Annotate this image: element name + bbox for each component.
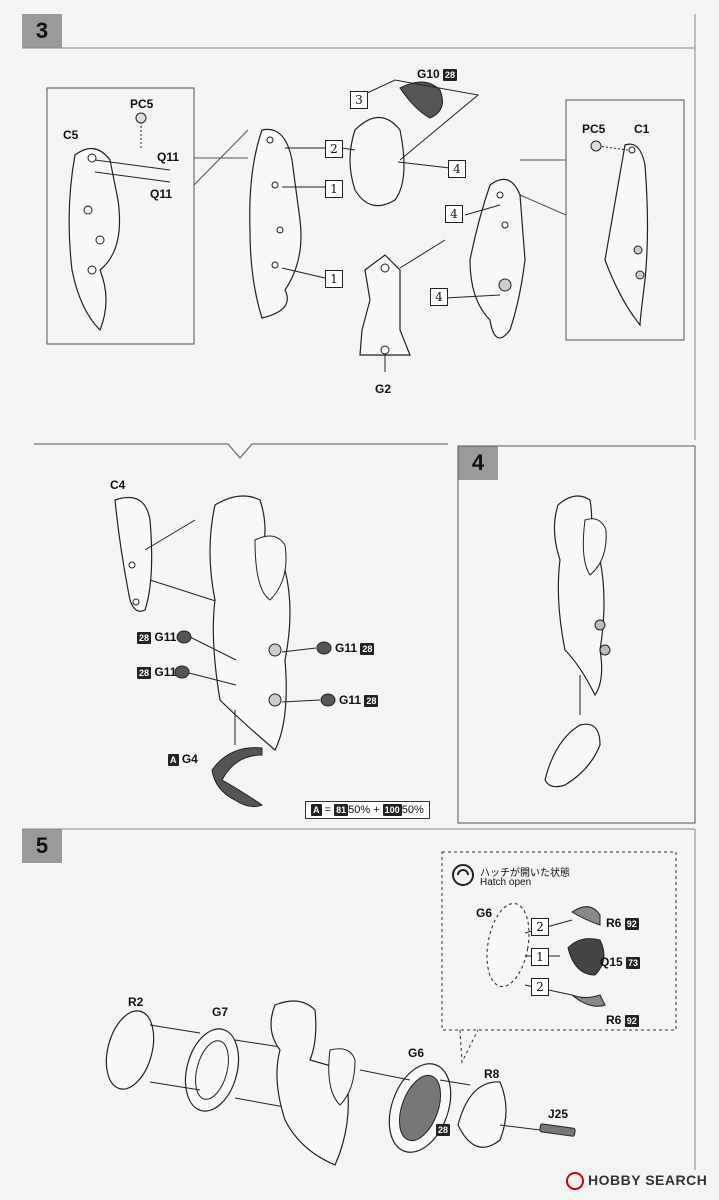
step-number-1: 1 xyxy=(531,948,549,966)
color-badge: 28 xyxy=(137,666,152,679)
color-badge: A xyxy=(311,804,322,817)
step-number-2a: 2 xyxy=(531,918,549,936)
color-badge-g10: 28 xyxy=(443,68,458,81)
label-g11-right-2: G11 28 xyxy=(339,693,379,707)
label-c5: C5 xyxy=(63,128,79,142)
step-number-4b: 4 xyxy=(445,205,463,223)
label-r8: R8 xyxy=(484,1067,500,1081)
label-q15: Q15 73 xyxy=(600,955,641,969)
hatch-open-en: Hatch open xyxy=(480,877,532,888)
hatch-open-jp: ハッチが開いた状態 xyxy=(480,868,570,879)
step-number-2b: 2 xyxy=(531,978,549,996)
label-q11-a: Q11 xyxy=(157,150,180,164)
label-c1: C1 xyxy=(634,122,650,136)
step-number-4c: 4 xyxy=(430,288,448,306)
label-j25: J25 xyxy=(548,1107,569,1121)
label-g6: G6 xyxy=(408,1046,425,1060)
color-badge: 92 xyxy=(624,917,639,930)
label-c4: C4 xyxy=(110,478,126,492)
label-g6-color: 28 xyxy=(436,1122,451,1136)
hobby-search-watermark: HOBBY SEARCH xyxy=(566,1172,707,1191)
label-g4: A G4 xyxy=(168,752,198,766)
color-badge: 73 xyxy=(626,956,641,969)
label-r6-b: R6 92 xyxy=(606,1013,639,1027)
label-r2: R2 xyxy=(128,995,144,1009)
color-badge: A xyxy=(168,753,179,766)
plus-sign: + xyxy=(373,804,380,816)
color-badge: 28 xyxy=(360,642,375,655)
step-5-badge: 5 xyxy=(22,829,62,863)
label-g11-left-2: 28 G11 xyxy=(137,665,177,679)
step-number-1b: 1 xyxy=(325,270,343,288)
color-badge: 100 xyxy=(382,804,402,817)
step-number-4a: 4 xyxy=(448,160,466,178)
color-badge: 28 xyxy=(436,1123,451,1136)
hobby-search-logo-icon xyxy=(566,1172,584,1191)
step-number-3: 3 xyxy=(350,91,368,109)
label-g10: G10 28 xyxy=(417,67,458,81)
step-4-badge: 4 xyxy=(458,446,498,480)
color-badge: 81 xyxy=(334,804,349,817)
label-g2: G2 xyxy=(375,382,392,396)
label-pc5-left: PC5 xyxy=(130,97,154,111)
percent-2: 50% xyxy=(401,804,424,816)
percent-1: 50% xyxy=(348,804,371,816)
step-number-2: 2 xyxy=(325,140,343,158)
label-g11-left-1: 28 G11 xyxy=(137,630,177,644)
color-badge: 28 xyxy=(137,631,152,644)
label-g7: G7 xyxy=(212,1005,229,1019)
label-g11-right-1: G11 28 xyxy=(335,641,375,655)
color-badge: 92 xyxy=(624,1014,639,1027)
label-q11-b: Q11 xyxy=(150,187,173,201)
step-number-1a: 1 xyxy=(325,180,343,198)
label-pc5-right: PC5 xyxy=(582,122,606,136)
label-g6-inset: G6 xyxy=(476,906,493,920)
equals-sign: = xyxy=(324,804,331,816)
color-badge: 28 xyxy=(364,694,379,707)
step-3-badge: 3 xyxy=(22,14,62,48)
label-r6-a: R6 92 xyxy=(606,916,639,930)
